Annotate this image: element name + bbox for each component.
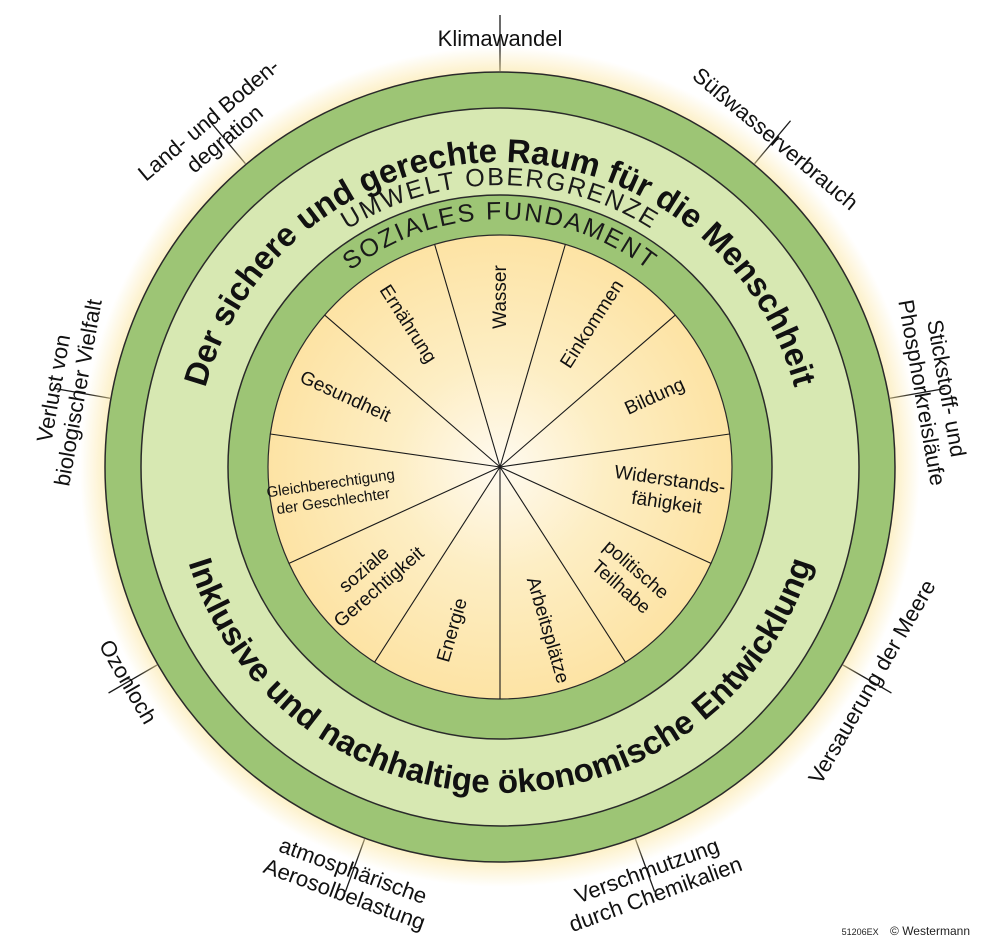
- boundary-label-line: Klimawandel: [438, 26, 563, 51]
- sector-divider: [499, 244, 566, 468]
- image-code: 51206EX: [841, 927, 879, 937]
- boundary-klima: Klimawandel: [438, 26, 563, 51]
- sector-divider-lines: [270, 244, 730, 699]
- sector-divider: [499, 466, 712, 564]
- sector-divider: [499, 314, 676, 468]
- sector-divider: [499, 466, 626, 663]
- sector-label-line: Wasser: [490, 264, 511, 328]
- publisher-credit: © Westermann: [890, 924, 970, 938]
- sector-divider: [499, 433, 730, 468]
- sector-divider: [288, 466, 501, 564]
- sector-wasser: Wasser: [490, 264, 511, 328]
- sector-divider: [434, 244, 501, 468]
- sector-divider: [270, 433, 501, 468]
- copyright-credit: 51206EX © Westermann: [842, 924, 970, 938]
- sector-divider: [324, 314, 501, 468]
- sector-divider: [374, 466, 501, 663]
